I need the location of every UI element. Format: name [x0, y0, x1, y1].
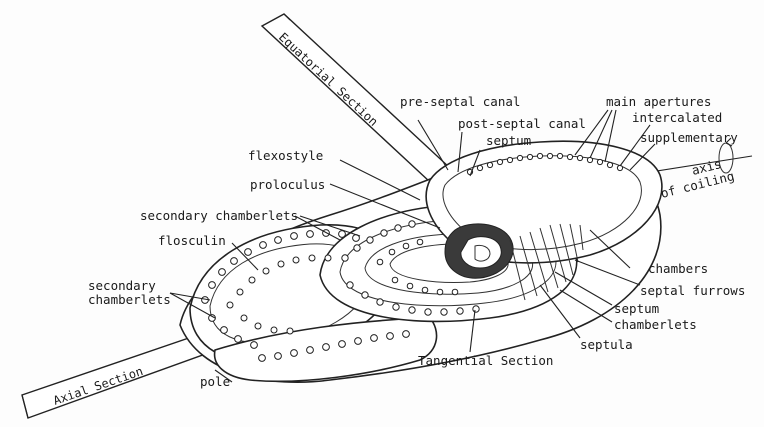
label-supplementary: supplementary [640, 130, 738, 145]
label-secondary-chamberlets-upper: secondary chamberlets [140, 208, 298, 223]
label-septum-top: septum [486, 133, 531, 148]
label-chamberlets-left: chamberlets [88, 292, 171, 307]
label-septum-right: septum [614, 301, 659, 316]
label-secondary-left: secondary [88, 278, 156, 293]
label-flosculin: flosculin [158, 233, 226, 248]
label-pole: pole [200, 374, 230, 389]
label-septula: septula [580, 337, 633, 352]
label-chamberlets: chamberlets [614, 317, 697, 332]
label-tangential-section: Tangential Section [418, 353, 553, 368]
label-chambers: chambers [648, 261, 708, 276]
equatorial-section-label: Equatorial Section [276, 30, 381, 129]
label-septal-furrows: septal furrows [640, 283, 745, 298]
label-main-apertures: main apertures [606, 94, 711, 109]
label-post-septal-canal: post-septal canal [458, 116, 586, 131]
label-proloculus: proloculus [250, 177, 325, 192]
label-intercalated: intercalated [632, 110, 722, 125]
label-pre-septal-canal: pre-septal canal [400, 94, 520, 109]
label-flexostyle: flexostyle [248, 148, 323, 163]
